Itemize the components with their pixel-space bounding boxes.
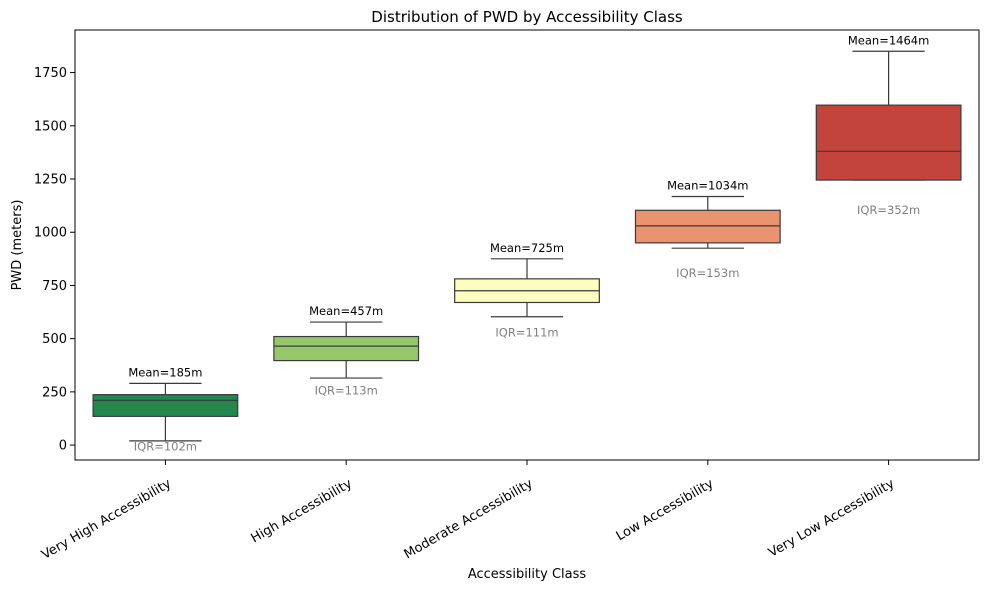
mean-label: Mean=457m	[309, 304, 383, 318]
iqr-label: IQR=102m	[134, 439, 197, 453]
box	[92, 394, 239, 417]
x-tick-label: Low Accessibility	[614, 476, 717, 544]
mean-label: Mean=725m	[490, 241, 564, 255]
y-tick-label: 250	[42, 385, 67, 400]
y-axis-title: PWD (meters)	[10, 200, 25, 291]
mean-label: Mean=185m	[128, 365, 202, 379]
iqr-label: IQR=113m	[315, 384, 378, 398]
y-tick-label: 1250	[34, 173, 67, 188]
x-tick-label: Moderate Accessibility	[402, 476, 536, 562]
y-tick-label: 1000	[34, 226, 67, 241]
x-axis-title: Accessibility Class	[468, 567, 587, 582]
y-tick-label: 1750	[34, 66, 67, 81]
box	[815, 104, 962, 181]
box	[634, 209, 781, 244]
x-tick-label: Very Low Accessibility	[766, 476, 897, 561]
iqr-label: IQR=111m	[495, 325, 558, 339]
y-tick-label: 500	[42, 332, 67, 347]
mean-label: Mean=1034m	[667, 178, 748, 192]
y-tick-label: 0	[59, 439, 67, 454]
mean-label: Mean=1464m	[848, 33, 929, 47]
x-tick-label: High Accessibility	[249, 476, 355, 546]
chart-title: Distribution of PWD by Accessibility Cla…	[371, 8, 683, 26]
iqr-label: IQR=153m	[676, 266, 739, 280]
y-tick-label: 1500	[34, 119, 67, 134]
plot-area: 02505007501000125015001750Mean=185mIQR=1…	[34, 29, 980, 563]
x-tick-label: Very High Accessibility	[39, 476, 174, 563]
iqr-label: IQR=352m	[857, 203, 920, 217]
y-tick-label: 750	[42, 279, 67, 294]
box	[273, 335, 420, 362]
